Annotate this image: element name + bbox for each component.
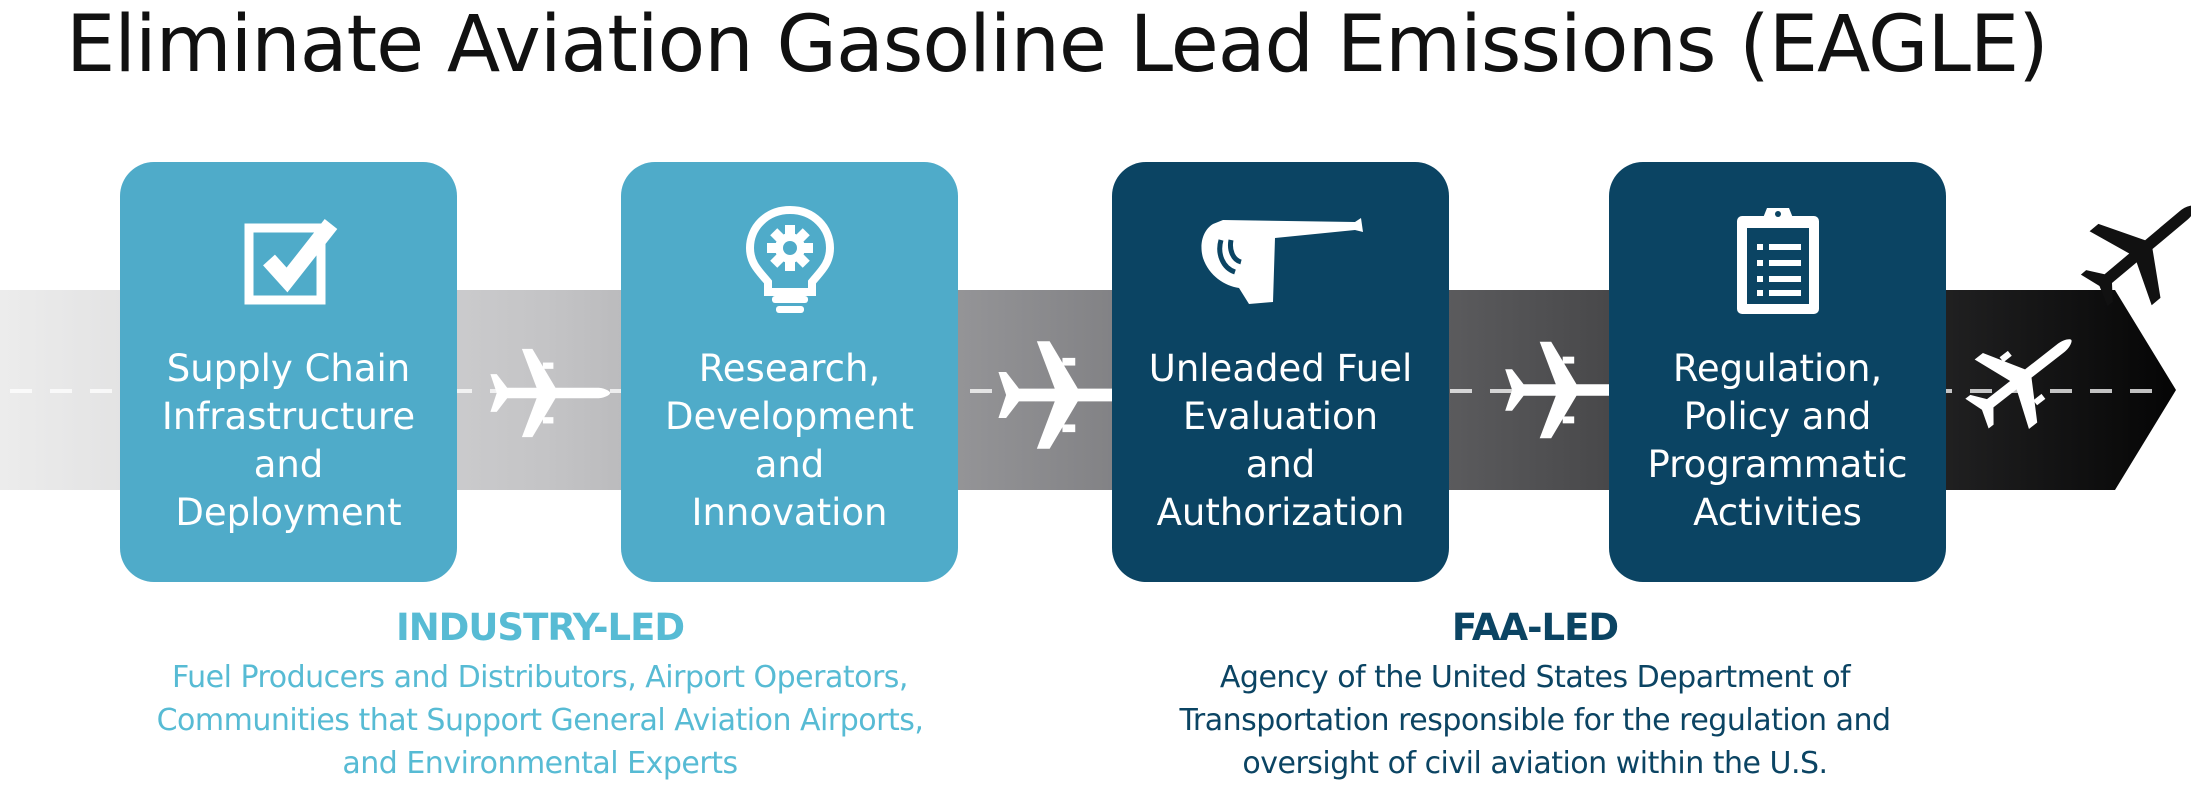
card-unleaded-fuel: Unleaded Fuel Evaluation and Authorizati… [1112,162,1449,582]
clipboard-icon [1733,202,1823,317]
faa-led-heading: FAA-LED [1451,606,1619,649]
card-supply-chain: Supply Chain Infrastructure and Deployme… [120,162,457,582]
card-label: Supply Chain Infrastructure and Deployme… [161,347,416,534]
checkbox-icon [239,202,339,317]
industry-led-description: Fuel Producers and Distributors, Airport… [156,660,924,781]
card-label: Research, Development and Innovation [664,347,915,534]
plane-icon [2080,205,2191,307]
card-research: Research, Development and Innovation [621,162,958,582]
card-label: Regulation, Policy and Programmatic Acti… [1647,347,1908,534]
industry-led-heading: INDUSTRY-LED [395,606,685,649]
card-label: Unleaded Fuel Evaluation and Authorizati… [1148,347,1413,534]
lightbulb-gear-icon [742,202,838,317]
faa-led-description: Agency of the United States Department o… [1179,660,1891,781]
page-title: Eliminate Aviation Gasoline Lead Emissio… [66,0,2049,90]
card-regulation: Regulation, Policy and Programmatic Acti… [1609,162,1946,582]
fuel-nozzle-icon [1195,202,1367,317]
